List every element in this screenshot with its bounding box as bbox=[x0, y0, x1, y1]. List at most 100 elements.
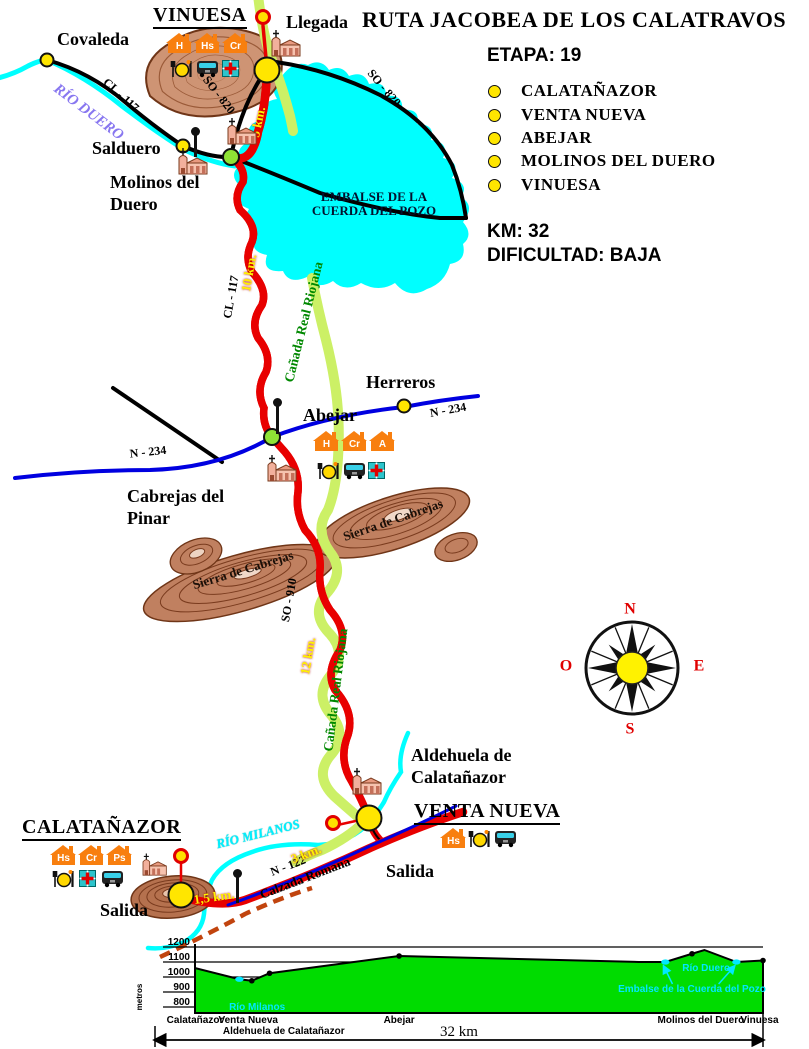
label-venta-nueva: VENTA NUEVA bbox=[414, 801, 561, 825]
casa-rural-icon: Cr bbox=[222, 33, 249, 54]
restaurant-icon bbox=[468, 830, 490, 848]
label-covaleda: Covaleda bbox=[57, 29, 129, 49]
albergue-icon: A bbox=[369, 431, 396, 452]
svg-text:Río Milanos: Río Milanos bbox=[229, 1002, 286, 1013]
house-letter: Cr bbox=[229, 41, 242, 52]
label-aldehuela-1: Aldehuela de bbox=[411, 745, 512, 765]
church-icon bbox=[352, 768, 382, 795]
house-letter: Hs bbox=[201, 41, 214, 52]
label-abejar: Abejar bbox=[303, 405, 357, 425]
church-icon bbox=[178, 148, 208, 175]
elevation-profile: 1200 1100 1000 900 800 metrosCalatañazorVenta… bbox=[135, 937, 779, 1048]
svg-text:Molinos del Duero: Molinos del Duero bbox=[658, 1015, 745, 1026]
restaurant-icon bbox=[170, 60, 192, 78]
label-llegada: Llegada bbox=[286, 12, 349, 32]
legend-dot bbox=[488, 179, 501, 192]
sierra-de-cabrejas-right bbox=[315, 487, 478, 562]
black-roads bbox=[45, 58, 468, 464]
label-salida-calatanazor: Salida bbox=[100, 900, 149, 920]
compass-s: S bbox=[625, 720, 635, 738]
llegada-marker bbox=[255, 9, 271, 25]
stage-number: ETAPA: 19 bbox=[487, 45, 582, 66]
svg-text:Aldehuela de Calatañazor: Aldehuela de Calatañazor bbox=[223, 1026, 345, 1037]
label-molinos-2: Duero bbox=[110, 194, 158, 214]
label-aldehuela-2: Calatañazor bbox=[411, 767, 506, 787]
svg-text:1100: 1100 bbox=[168, 952, 190, 963]
label-embalse-2: CUERDA DEL POZO bbox=[311, 203, 437, 218]
label-salida-venta-nueva: Salida bbox=[386, 861, 435, 881]
svg-text:Vinuesa: Vinuesa bbox=[740, 1015, 779, 1026]
svg-text:900: 900 bbox=[173, 982, 190, 993]
house-letter: Ps bbox=[113, 853, 126, 864]
svg-text:1000: 1000 bbox=[168, 967, 191, 978]
calzada-romana-path bbox=[159, 885, 313, 960]
hostal-icon: Hs bbox=[194, 33, 221, 54]
salida-marker-venta-nueva bbox=[325, 815, 341, 831]
compass-rose bbox=[584, 620, 680, 716]
pharmacy-icon bbox=[79, 870, 96, 887]
bus-icon bbox=[197, 61, 218, 78]
legend-stop-abejar: ABEJAR bbox=[521, 128, 593, 147]
legend-stop-calatanazor: CALATAÑAZOR bbox=[521, 81, 658, 100]
junction-circle-vinuesa bbox=[253, 56, 281, 84]
house-letter: Cr bbox=[348, 439, 361, 450]
house-letter: A bbox=[378, 439, 387, 450]
signpost-icon bbox=[233, 869, 242, 903]
bus-icon bbox=[102, 871, 123, 888]
pension-icon: Ps bbox=[106, 845, 133, 866]
church-icon bbox=[271, 30, 301, 57]
label-embalse-1: EMBALSE DE LA bbox=[320, 189, 428, 204]
hotel-icon: H bbox=[313, 431, 340, 452]
label-molinos-1: Molinos del bbox=[110, 172, 200, 192]
casa-rural-icon: Cr bbox=[78, 845, 105, 866]
legend-dot bbox=[488, 132, 501, 145]
restaurant-icon bbox=[52, 870, 74, 888]
town-dot-covaleda bbox=[39, 52, 55, 68]
junction-dot-molinos bbox=[222, 148, 240, 166]
svg-text:Calatañazor: Calatañazor bbox=[167, 1015, 224, 1026]
legend-dot bbox=[488, 85, 501, 98]
church-icon bbox=[142, 853, 167, 876]
hotel-icon: H bbox=[166, 33, 193, 54]
pharmacy-icon bbox=[368, 462, 385, 479]
town-dot-herreros bbox=[396, 398, 412, 414]
legend-dot bbox=[488, 109, 501, 122]
bus-icon bbox=[495, 831, 516, 848]
junction-circle-calatanazor bbox=[167, 881, 195, 909]
svg-text:Abejar: Abejar bbox=[384, 1015, 415, 1026]
legend-stop-vinuesa: VINUESA bbox=[521, 175, 602, 194]
difficulty: DIFICULTAD: BAJA bbox=[487, 245, 662, 266]
junction-circle-venta-nueva bbox=[355, 804, 383, 832]
casa-rural-icon: Cr bbox=[341, 431, 368, 452]
total-km: KM: 32 bbox=[487, 221, 550, 242]
rio-milanos-river bbox=[145, 730, 411, 951]
label-herreros: Herreros bbox=[366, 372, 436, 392]
legend-stop-molinos: MOLINOS DEL DUERO bbox=[521, 151, 716, 170]
svg-text:Venta Nueva: Venta Nueva bbox=[219, 1015, 279, 1026]
svg-text:32 km: 32 km bbox=[440, 1024, 478, 1040]
svg-text:1200: 1200 bbox=[168, 937, 191, 948]
house-letter: H bbox=[175, 41, 184, 52]
label-cabrejas-2: Pinar bbox=[127, 508, 170, 528]
legend-dot bbox=[488, 155, 501, 168]
restaurant-icon bbox=[317, 462, 339, 480]
house-letter: Hs bbox=[447, 836, 460, 847]
signpost-icon bbox=[273, 398, 282, 434]
svg-text:Embalse de la Cuerda del Pozo: Embalse de la Cuerda del Pozo bbox=[618, 984, 766, 995]
svg-text:metros: metros bbox=[135, 983, 144, 1010]
compass-n: N bbox=[624, 600, 636, 618]
church-icon bbox=[267, 455, 297, 482]
house-letter: H bbox=[322, 439, 331, 450]
hostal-icon: Hs bbox=[50, 845, 77, 866]
hostal-icon: Hs bbox=[440, 828, 467, 849]
svg-text:Río Duero: Río Duero bbox=[682, 963, 730, 974]
bus-icon bbox=[344, 463, 365, 480]
label-calatanazor: CALATAÑAZOR bbox=[22, 817, 182, 841]
svg-text:800: 800 bbox=[173, 997, 190, 1008]
salida-marker-calatanazor bbox=[173, 848, 189, 864]
compass-o: O bbox=[559, 657, 573, 675]
church-icon bbox=[227, 118, 257, 145]
compass-e: E bbox=[693, 657, 705, 675]
signpost-icon bbox=[191, 127, 200, 157]
house-letter: Cr bbox=[85, 853, 98, 864]
